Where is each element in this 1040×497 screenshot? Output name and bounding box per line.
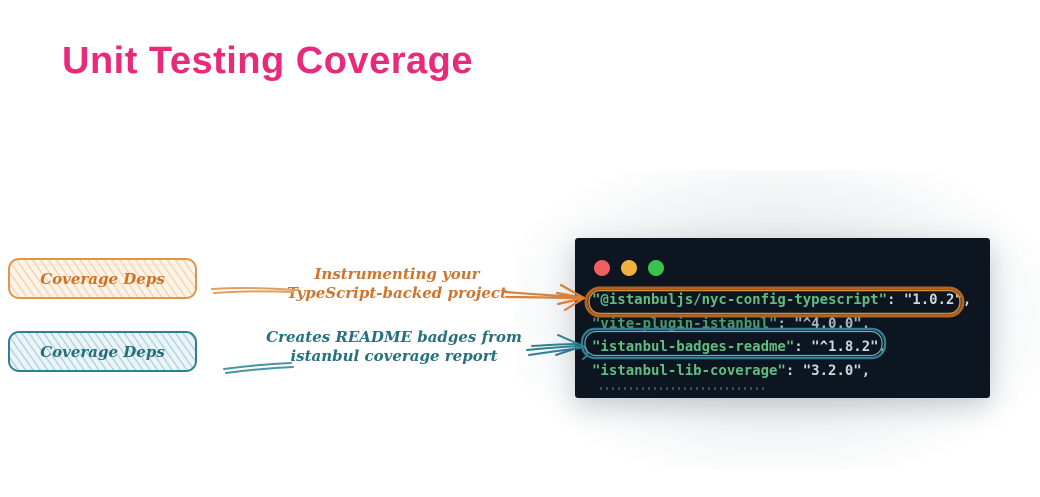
code-line-istanbul-badges-readme: "istanbul-badges-readme": "^1.8.2", — [592, 340, 887, 355]
faint-artifact-line — [600, 387, 765, 390]
code-separator: : — [777, 316, 795, 332]
coverage-deps-label-teal: Coverage Deps — [40, 342, 165, 361]
code-separator: : — [794, 339, 812, 355]
window-traffic-lights — [594, 260, 664, 276]
coverage-deps-label-orange: Coverage Deps — [40, 269, 165, 288]
code-line-nyc-config-typescript: "@istanbuljs/nyc-config-typescript": "1.… — [592, 293, 971, 308]
code-separator: : — [887, 292, 904, 308]
code-key: "istanbul-lib-coverage" — [592, 363, 786, 379]
code-value: "^1.8.2", — [811, 339, 888, 355]
code-separator: : — [785, 363, 803, 379]
code-key: "vite-plugin-istanbul" — [592, 316, 778, 332]
coverage-deps-box-teal: Coverage Deps — [8, 331, 197, 372]
annotation-line: Instrumenting your — [314, 265, 480, 283]
code-value: "3.2.0", — [802, 363, 871, 379]
close-window-icon — [594, 260, 610, 276]
annotation-readme-badges: Creates README badges from istanbul cove… — [258, 328, 530, 366]
annotation-line: TypeScript-backed project — [287, 284, 507, 302]
coverage-deps-box-orange: Coverage Deps — [8, 258, 197, 299]
code-key: "istanbul-badges-readme" — [592, 339, 795, 355]
page-title: Unit Testing Coverage — [62, 40, 473, 82]
annotation-line: Creates README badges from — [266, 328, 522, 346]
code-value: "^4.0.0", — [794, 316, 871, 332]
code-key: "@istanbuljs/nyc-config-typescript" — [592, 292, 888, 308]
code-line-vite-plugin-istanbul: "vite-plugin-istanbul": "^4.0.0", — [592, 317, 870, 332]
code-editor-window: "@istanbuljs/nyc-config-typescript": "1.… — [575, 238, 990, 398]
code-value: "1.0.2", — [903, 292, 972, 308]
maximize-window-icon — [648, 260, 664, 276]
minimize-window-icon — [621, 260, 637, 276]
code-line-istanbul-lib-coverage: "istanbul-lib-coverage": "3.2.0", — [592, 364, 870, 379]
annotation-line: istanbul coverage report — [290, 347, 498, 365]
annotation-typescript-project: Instrumenting your TypeScript-backed pro… — [272, 265, 522, 303]
